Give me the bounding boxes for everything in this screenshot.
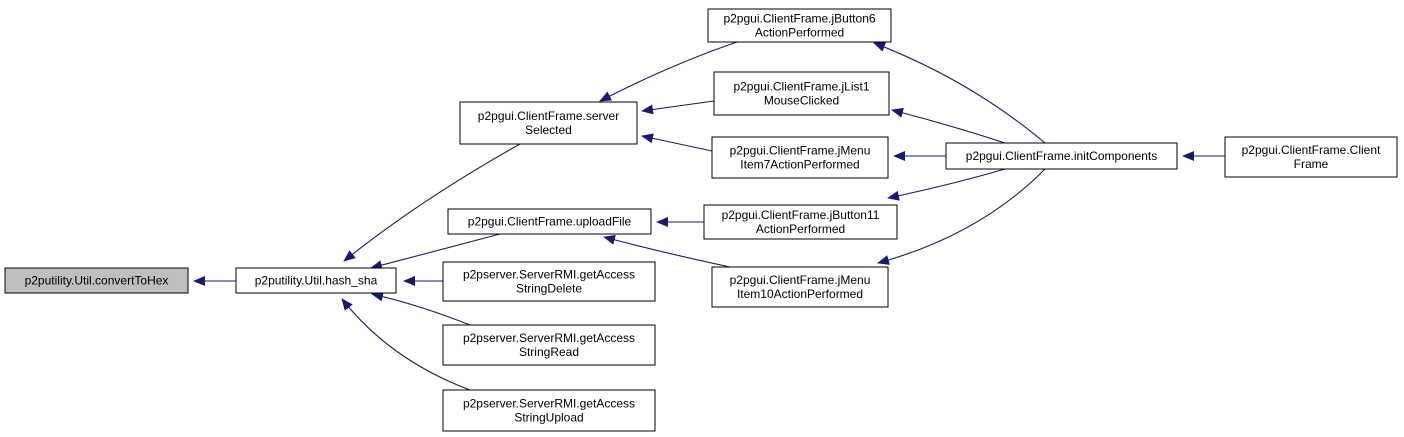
node-label-line: p2pgui.ClientFrame.jMenu: [730, 144, 871, 158]
node-box[interactable]: [945, 142, 1178, 170]
node-label-line: p2pgui.ClientFrame.initComponents: [966, 149, 1157, 163]
node-getDelete[interactable]: p2pserver.ServerRMI.getAccessStringDelet…: [442, 261, 656, 302]
node-box[interactable]: [711, 136, 889, 179]
node-box[interactable]: [711, 266, 889, 308]
node-label-line: p2pserver.ServerRMI.getAccess: [463, 268, 635, 282]
node-clientFrame[interactable]: p2pgui.ClientFrame.ClientFrame: [1224, 136, 1398, 178]
node-box[interactable]: [1224, 136, 1398, 178]
node-label-line: p2pgui.ClientFrame.Client: [1242, 143, 1381, 157]
edge-serverSelected-to-hash_sha: [343, 143, 521, 262]
node-convertToHex[interactable]: p2putility.Util.convertToHex: [4, 267, 189, 294]
node-label-line: Item10ActionPerformed: [737, 287, 863, 301]
node-initComponents[interactable]: p2pgui.ClientFrame.initComponents: [945, 142, 1178, 170]
node-box[interactable]: [442, 324, 656, 366]
node-box[interactable]: [235, 267, 397, 294]
node-label-line: StringDelete: [516, 282, 582, 296]
node-label-line: ActionPerformed: [756, 222, 845, 236]
node-jMenuItem7[interactable]: p2pgui.ClientFrame.jMenuItem7ActionPerfo…: [711, 136, 889, 179]
node-box[interactable]: [707, 8, 892, 43]
edge-jMenuItem10-to-uploadFile: [603, 235, 731, 268]
node-label-line: StringUpload: [514, 411, 583, 425]
node-label-line: p2putility.Util.hash_sha: [255, 274, 378, 288]
node-box[interactable]: [713, 71, 890, 116]
node-box[interactable]: [703, 204, 898, 240]
node-label-line: ActionPerformed: [755, 26, 844, 40]
node-label-line: p2putility.Util.convertToHex: [25, 274, 169, 288]
node-box[interactable]: [459, 101, 638, 145]
edge-uploadFile-to-hash_sha: [370, 233, 501, 271]
edge-jList1-to-serverSelected: [641, 100, 715, 115]
node-label-line: p2pgui.ClientFrame.jMenu: [730, 273, 871, 287]
node-box[interactable]: [4, 267, 189, 294]
node-label-line: MouseClicked: [764, 94, 839, 108]
node-label-line: p2pserver.ServerRMI.getAccess: [463, 331, 635, 345]
node-box[interactable]: [442, 389, 656, 432]
node-label-line: p2pgui.ClientFrame.jButton6: [723, 12, 875, 26]
node-hash_sha[interactable]: p2putility.Util.hash_sha: [235, 267, 397, 294]
node-jMenuItem10[interactable]: p2pgui.ClientFrame.jMenuItem10ActionPerf…: [711, 266, 889, 308]
node-uploadFile[interactable]: p2pgui.ClientFrame.uploadFile: [447, 208, 652, 235]
node-label-line: p2pgui.ClientFrame.jList1: [733, 80, 869, 94]
edge-initComponents-to-jList1: [891, 107, 1006, 144]
node-box[interactable]: [447, 208, 652, 235]
edge-getRead-to-hash_sha: [371, 291, 471, 326]
node-label-line: p2pserver.ServerRMI.getAccess: [463, 397, 635, 411]
node-jButton11[interactable]: p2pgui.ClientFrame.jButton11ActionPerfor…: [703, 204, 898, 240]
node-box[interactable]: [442, 261, 656, 302]
node-label-line: StringRead: [519, 345, 579, 359]
nodes: p2putility.Util.convertToHex p2putility.U…: [4, 8, 1398, 432]
edge-initComponents-to-jButton6: [873, 42, 1046, 144]
node-label-line: p2pgui.ClientFrame.jButton11: [722, 208, 880, 222]
edges: [193, 41, 1225, 391]
edge-jMenuItem7-to-serverSelected: [641, 133, 713, 152]
edge-jButton6-to-serverSelected: [599, 41, 738, 102]
edge-getUpload-to-hash_sha: [341, 298, 471, 391]
node-label-line: Item7ActionPerformed: [740, 158, 859, 172]
node-label-line: p2pgui.ClientFrame.server: [478, 109, 619, 123]
node-label-line: Selected: [525, 123, 572, 137]
node-jButton6[interactable]: p2pgui.ClientFrame.jButton6ActionPerform…: [707, 8, 892, 43]
edge-initComponents-to-jMenuItem10: [877, 168, 1046, 265]
node-label-line: p2pgui.ClientFrame.uploadFile: [468, 215, 632, 229]
edge-initComponents-to-jButton11: [887, 168, 1006, 201]
node-label-line: Frame: [1294, 157, 1329, 171]
node-getUpload[interactable]: p2pserver.ServerRMI.getAccessStringUploa…: [442, 389, 656, 432]
